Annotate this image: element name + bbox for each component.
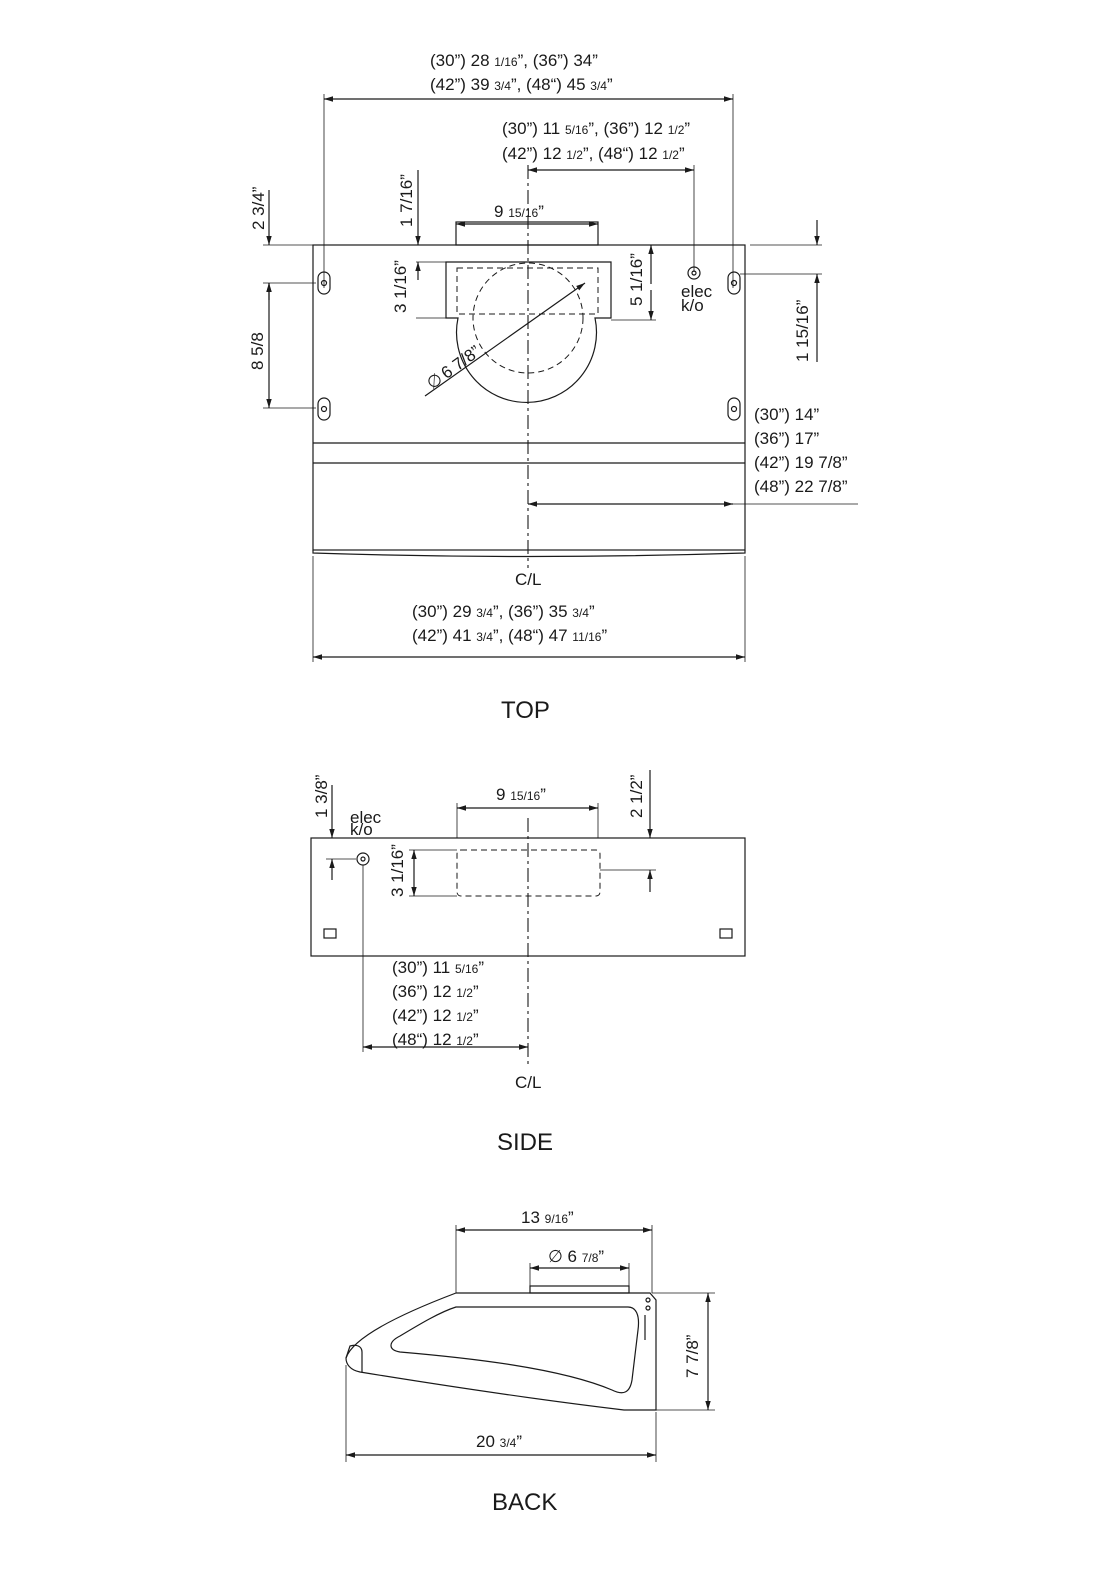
side-centerline-label: C/L xyxy=(515,1073,541,1092)
back-top-width-label: 13 9/16” xyxy=(521,1208,574,1227)
top-overall-width-line2: (42”) 39 3/4”, (48“) 45 3/4” xyxy=(430,75,613,94)
top-elec-offset-line2: (42”) 12 1/2”, (48“) 12 1/2” xyxy=(502,144,685,163)
top-hood-front-lip xyxy=(312,550,746,558)
side-elec-label: elec xyxy=(350,808,382,827)
top-collar-depth-label: 5 1/16” xyxy=(627,253,646,306)
top-ko-label: k/o xyxy=(681,296,704,315)
back-hood-profile xyxy=(345,1292,657,1411)
side-elec-offset-30: (30”) 11 5/16” xyxy=(392,958,484,977)
side-elec-offset-48: (48“) 12 1/2” xyxy=(392,1030,479,1049)
top-collar-diameter-label: ∅6 7/8” xyxy=(423,342,484,394)
top-collar-diameter-leader xyxy=(424,282,586,397)
side-elec-offset-36: (36”) 12 1/2” xyxy=(392,982,479,1001)
back-height-label: 7 7/8” xyxy=(683,1334,702,1378)
side-mount-slot xyxy=(323,928,337,939)
top-elec-knockout-center xyxy=(691,270,697,276)
back-view: 13 9/16” ∅ 6 7/8” 7 7/8” 20 3/4” BACK xyxy=(345,1208,715,1516)
keyhole-slot xyxy=(727,271,741,295)
side-duct-top-offset-label: 2 1/2” xyxy=(627,774,646,818)
side-view-title: SIDE xyxy=(497,1129,553,1156)
back-hood-nose xyxy=(345,1344,363,1372)
top-bottom-width-line2: (42”) 41 3/4”, (48“) 47 11/16” xyxy=(412,626,607,645)
side-duct-height-label: 3 1/16” xyxy=(388,844,407,897)
keyhole-slot xyxy=(317,271,331,295)
back-collar xyxy=(529,1285,630,1294)
top-elec-label: elec xyxy=(681,282,713,301)
side-ko-label: k/o xyxy=(350,820,373,839)
back-hood-screw xyxy=(645,1297,651,1303)
top-depth-30: (30”) 14” xyxy=(754,405,820,424)
top-elec-knockout xyxy=(687,266,701,280)
top-collar-hidden-circle xyxy=(472,262,584,374)
side-elec-knockout-center xyxy=(360,856,366,862)
side-duct-width-label: 9 15/16” xyxy=(496,785,546,804)
top-duct-collar-stub xyxy=(455,221,599,246)
side-mount-slot xyxy=(719,928,733,939)
top-mount-spacing-label: 8 5/8 xyxy=(248,332,267,370)
top-overall-width-line1: (30”) 28 1/16”, (36”) 34” xyxy=(430,51,598,70)
top-view: (30”) 28 1/16”, (36”) 34” (42”) 39 3/4”,… xyxy=(248,51,858,724)
back-collar-label: ∅ 6 7/8” xyxy=(548,1247,604,1266)
top-depth-42: (42”) 19 7/8” xyxy=(754,453,848,472)
side-view: 1 3/8” elec k/o 9 15/16” 3 1/16” 2 1/2” … xyxy=(310,770,746,1156)
back-view-title: BACK xyxy=(492,1489,557,1516)
top-duct-front-offset-label: 1 7/16” xyxy=(397,174,416,227)
top-view-title: TOP xyxy=(501,697,550,724)
top-duct-width-label: 9 15/16” xyxy=(494,202,544,221)
top-bottom-width-line1: (30”) 29 3/4”, (36”) 35 3/4” xyxy=(412,602,595,621)
side-elec-offset-42: (42”) 12 1/2” xyxy=(392,1006,479,1025)
top-depth-36: (36”) 17” xyxy=(754,429,820,448)
top-centerline-label: C/L xyxy=(515,570,541,589)
top-right-mount-offset-label: 1 15/16” xyxy=(793,299,812,362)
top-duct-transition xyxy=(445,261,612,404)
back-overall-depth-label: 20 3/4” xyxy=(476,1432,522,1451)
side-elec-top-offset-label: 1 3/8” xyxy=(312,774,331,818)
keyhole-slot xyxy=(317,397,331,421)
top-left-top-offset-label: 2 3/4” xyxy=(249,186,268,230)
top-elec-offset-line1: (30”) 11 5/16”, (36”) 12 1/2” xyxy=(502,119,690,138)
back-hood-recess xyxy=(390,1306,640,1394)
keyhole-slot xyxy=(727,397,741,421)
top-duct-depth-label: 3 1/16” xyxy=(391,260,410,313)
top-depth-48: (48”) 22 7/8” xyxy=(754,477,848,496)
back-hood-screw xyxy=(645,1305,651,1311)
side-elec-knockout xyxy=(356,852,370,866)
